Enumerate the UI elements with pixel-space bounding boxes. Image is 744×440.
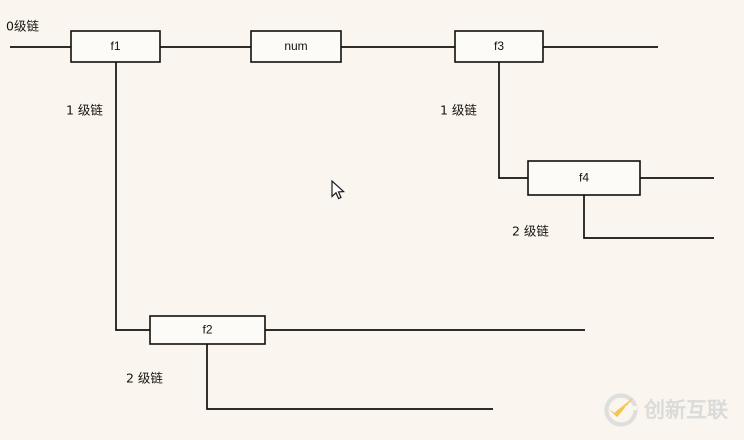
node-f2-label: f2 — [202, 323, 212, 337]
connector-branch-f4-down — [583, 195, 714, 239]
connector-branch-f1-to-f2 — [115, 62, 150, 331]
node-f4-box[interactable] — [527, 160, 641, 196]
node-f1-box[interactable] — [70, 30, 161, 63]
node-f3[interactable] — [454, 30, 544, 63]
node-f3-box[interactable] — [454, 30, 544, 63]
node-f2[interactable] — [149, 315, 266, 345]
node-f3-label: f3 — [494, 39, 504, 53]
node-num-box[interactable] — [250, 30, 342, 63]
chain-label-level0: 0级链 — [6, 19, 39, 34]
connector-layer — [10, 46, 714, 410]
chain-label-level1-right: 1 级链 — [440, 103, 477, 118]
node-f1-label: f1 — [110, 39, 120, 53]
connector-branch-f2-down — [206, 344, 493, 410]
connector-branch-f3-to-f4 — [498, 62, 528, 179]
node-f1[interactable] — [70, 30, 161, 63]
node-f4-label: f4 — [579, 171, 589, 185]
chain-label-level2-left: 2 级链 — [126, 371, 163, 386]
chain-label-level2-right: 2 级链 — [512, 224, 549, 239]
node-num-label: num — [284, 39, 307, 53]
node-num[interactable] — [250, 30, 342, 63]
node-f4[interactable] — [527, 160, 641, 196]
node-f2-box[interactable] — [149, 315, 266, 345]
chain-label-level1-left: 1 级链 — [66, 103, 103, 118]
